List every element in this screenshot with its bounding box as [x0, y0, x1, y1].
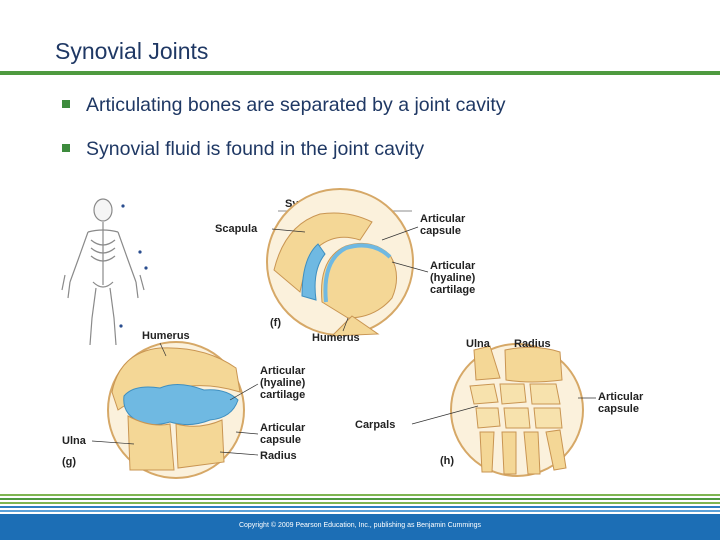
footer-stripes: [0, 494, 720, 512]
bullet-item: Synovial fluid is found in the joint cav…: [62, 136, 506, 180]
panel-label-g: (g): [62, 456, 76, 468]
label-humerus-f: Humerus: [312, 332, 360, 344]
label-humerus-g: Humerus: [142, 330, 190, 342]
square-bullet-icon: [62, 144, 70, 152]
square-bullet-icon: [62, 100, 70, 108]
label-scapula: Scapula: [215, 223, 258, 235]
skeleton-illustration: [61, 198, 145, 346]
bullet-list: Articulating bones are separated by a jo…: [62, 92, 506, 180]
wrist-joint-drawing: [450, 343, 584, 477]
footer-bar: Copyright © 2009 Pearson Education, Inc.…: [0, 514, 720, 540]
leader-articular-cartilage-f: [391, 261, 429, 273]
bullet-text: Synovial fluid is found in the joint cav…: [86, 138, 425, 160]
title-divider: [0, 71, 720, 75]
leader-radius-g: [219, 451, 259, 456]
panel-label-h: (h): [440, 455, 454, 467]
leader-humerus-f: [342, 317, 349, 332]
panel-label-f: (f): [270, 317, 281, 329]
slide-title: Synovial Joints: [55, 38, 209, 64]
label-articular-cartilage-g: Articular(hyaline)cartilage: [260, 365, 306, 401]
shoulder-joint-drawing: [266, 188, 414, 337]
label-carpals: Carpals: [355, 419, 395, 431]
label-ulna-g: Ulna: [62, 435, 87, 447]
leader-scapula: [271, 228, 306, 233]
leader-carpals: [411, 405, 479, 425]
elbow-joint-drawing: [107, 341, 245, 479]
label-radius-g: Radius: [260, 450, 297, 462]
skeleton-markers: [119, 204, 148, 328]
leader-articular-capsule-f: [381, 226, 419, 241]
leader-humerus-g: [159, 342, 167, 357]
copyright-notice: Copyright © 2009 Pearson Education, Inc.…: [238, 522, 482, 529]
leader-articular-cartilage-g: [229, 383, 259, 401]
label-articular-cartilage-f: Articular(hyaline)cartilage: [430, 260, 476, 296]
leader-articular-capsule-g: [235, 431, 259, 435]
label-ulna-h: Ulna: [466, 338, 491, 350]
label-radius-h: Radius: [514, 338, 551, 350]
leader-ulna-g: [91, 440, 135, 445]
bullet-text: Articulating bones are separated by a jo…: [86, 94, 506, 116]
bullet-item: Articulating bones are separated by a jo…: [62, 92, 506, 136]
